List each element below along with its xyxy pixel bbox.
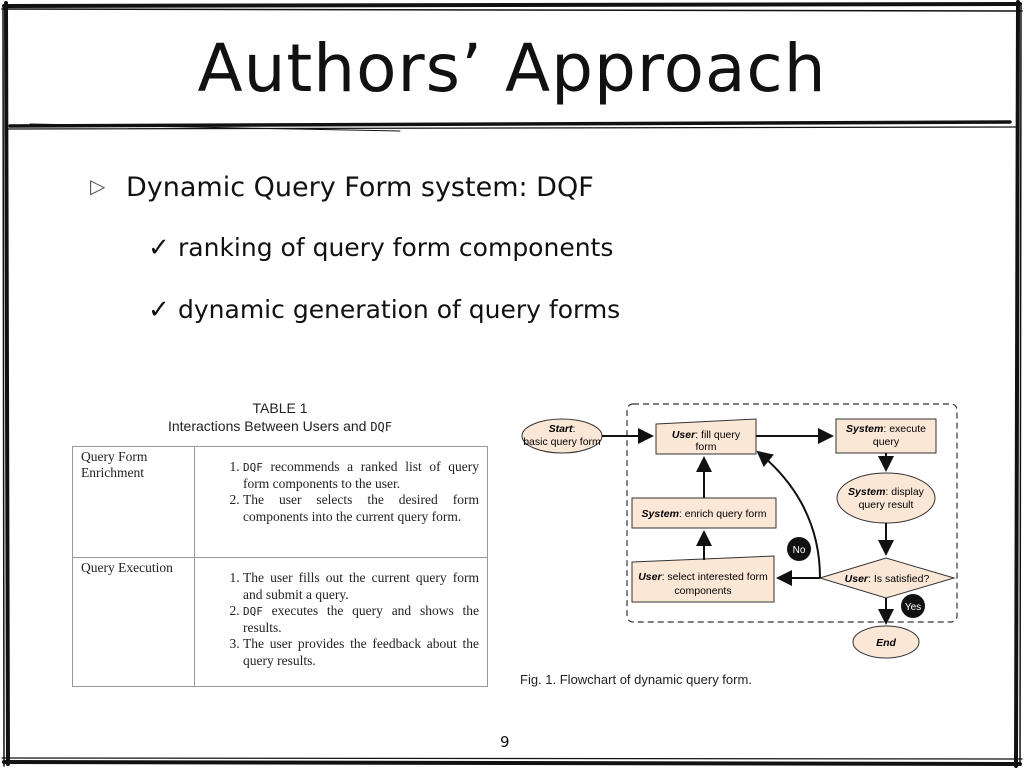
interactions-table: Query Form Enrichment DQF recommends a r… <box>72 446 488 687</box>
display-node <box>836 472 936 524</box>
list-item: The user provides the feedback about the… <box>243 636 479 669</box>
end-node <box>852 625 920 659</box>
sub-bullet-1: ✓ ranking of query form components <box>148 233 613 263</box>
list-item: DQF executes the query and shows the res… <box>243 603 479 636</box>
main-bullet: ▷ Dynamic Query Form system: DQF <box>90 172 594 203</box>
end-text: End <box>876 637 896 649</box>
fill-form-node <box>655 418 757 455</box>
bullet-arrow-icon: ▷ <box>90 174 106 198</box>
row-items: The user fills out the current query for… <box>194 557 488 687</box>
list-item: The user selects the desired form compon… <box>243 492 479 525</box>
sub-bullet-2: ✓ dynamic generation of query forms <box>148 295 620 325</box>
figure-caption: Fig. 1. Flowchart of dynamic query form. <box>520 672 752 687</box>
no-badge <box>787 537 811 561</box>
display-text-2: query result <box>859 499 914 511</box>
list-item: The user fills out the current query for… <box>243 570 479 603</box>
main-bullet-text: Dynamic Query Form system: DQF <box>126 172 594 203</box>
checkmark-icon: ✓ <box>148 233 170 263</box>
start-text-2: basic query form <box>523 436 601 448</box>
row-items: DQF recommends a ranked list of query fo… <box>194 446 488 558</box>
enrich-text: System: enrich query form <box>642 508 767 520</box>
display-text: System: display <box>848 486 925 498</box>
system-boundary <box>626 403 958 623</box>
fill-form-text: User: fill query <box>672 429 741 441</box>
row-label: Query Execution <box>72 557 195 687</box>
no-label: No <box>793 545 806 556</box>
table-row: Query Form Enrichment DQF recommends a r… <box>72 446 488 558</box>
checkmark-icon: ✓ <box>148 295 170 325</box>
start-text: Start: <box>549 423 576 435</box>
table-caption-title: Interactions Between Users and DQF <box>167 418 393 434</box>
sub-bullet-2-text: dynamic generation of query forms <box>178 295 621 324</box>
select-node <box>631 555 775 603</box>
yes-label: Yes <box>905 602 921 613</box>
flowchart: Start: basic query form User: fill query… <box>521 403 958 659</box>
execute-text: System: execute <box>846 423 926 435</box>
fill-form-text-2: form <box>696 441 717 453</box>
yes-badge <box>901 594 925 618</box>
list-item: DQF recommends a ranked list of query fo… <box>243 459 479 492</box>
satisfied-node <box>818 557 956 599</box>
row-label: Query Form Enrichment <box>72 446 195 558</box>
execute-text-2: query <box>873 436 900 448</box>
table-caption-number: TABLE 1 <box>252 400 308 416</box>
slide-title: Authors’ Approach <box>197 30 827 107</box>
arrow-no-loop <box>756 450 821 579</box>
satisfied-text: User: Is satisfied? <box>845 573 930 585</box>
sub-bullet-1-text: ranking of query form components <box>178 233 614 262</box>
page-number: 9 <box>500 733 510 751</box>
select-text: User: select interested form <box>638 571 768 583</box>
table-row: Query Execution The user fills out the c… <box>72 557 488 687</box>
select-text-2: components <box>674 585 731 597</box>
enrich-node <box>631 497 777 529</box>
